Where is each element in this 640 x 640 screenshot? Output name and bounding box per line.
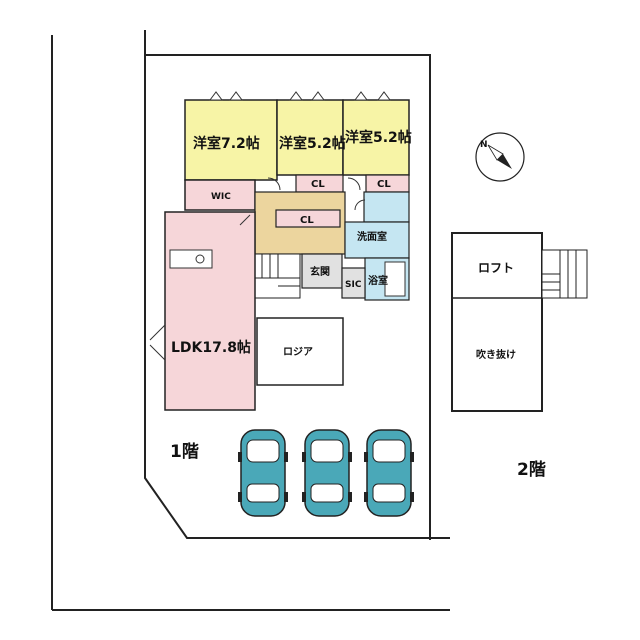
bedroom-2-label: 洋室5.2帖 [279, 135, 346, 152]
car-icon [302, 429, 352, 517]
kitchen-counter [169, 249, 213, 269]
bedroom-3 [342, 99, 410, 176]
bathtub [384, 261, 406, 297]
bedroom-3-label: 洋室5.2帖 [345, 129, 412, 146]
parking-cars [238, 429, 414, 517]
compass-icon: N [475, 132, 525, 182]
walk-in-closet [184, 179, 256, 211]
void-label: 吹き抜け [476, 348, 516, 361]
closet-2-label: CL [377, 179, 391, 190]
ldk-room [164, 211, 256, 411]
ldk-label: LDK17.8帖 [171, 339, 251, 356]
entrance-label: 玄関 [310, 265, 330, 278]
wic-label: WIC [211, 192, 231, 202]
stairs-floor1 [254, 253, 301, 299]
floor1-label: 1階 [170, 442, 199, 462]
bathroom-label: 浴室 [368, 274, 388, 287]
site-boundary [51, 30, 450, 611]
windows [209, 91, 391, 101]
bedroom-1-label: 洋室7.2帖 [193, 135, 260, 152]
car-icon [238, 429, 288, 517]
loggia-label: ロジア [283, 346, 313, 358]
sic-label: SIC [345, 280, 362, 290]
loft-label: ロフト [478, 261, 514, 275]
stairs-floor2 [541, 249, 588, 299]
shoe-closet [341, 267, 366, 299]
floor2-label: 2階 [517, 460, 546, 480]
closet-3 [275, 209, 341, 228]
toilet [363, 191, 410, 223]
washroom-label: 洗面室 [357, 230, 387, 243]
door-swings [149, 177, 366, 361]
car-icon [364, 429, 414, 517]
bedroom-1 [184, 99, 278, 181]
floor2-outline [451, 232, 543, 412]
loggia [256, 317, 344, 386]
closet-3-label: CL [300, 215, 314, 226]
compass-north-label: N [480, 140, 488, 150]
closet-1-label: CL [311, 179, 325, 190]
